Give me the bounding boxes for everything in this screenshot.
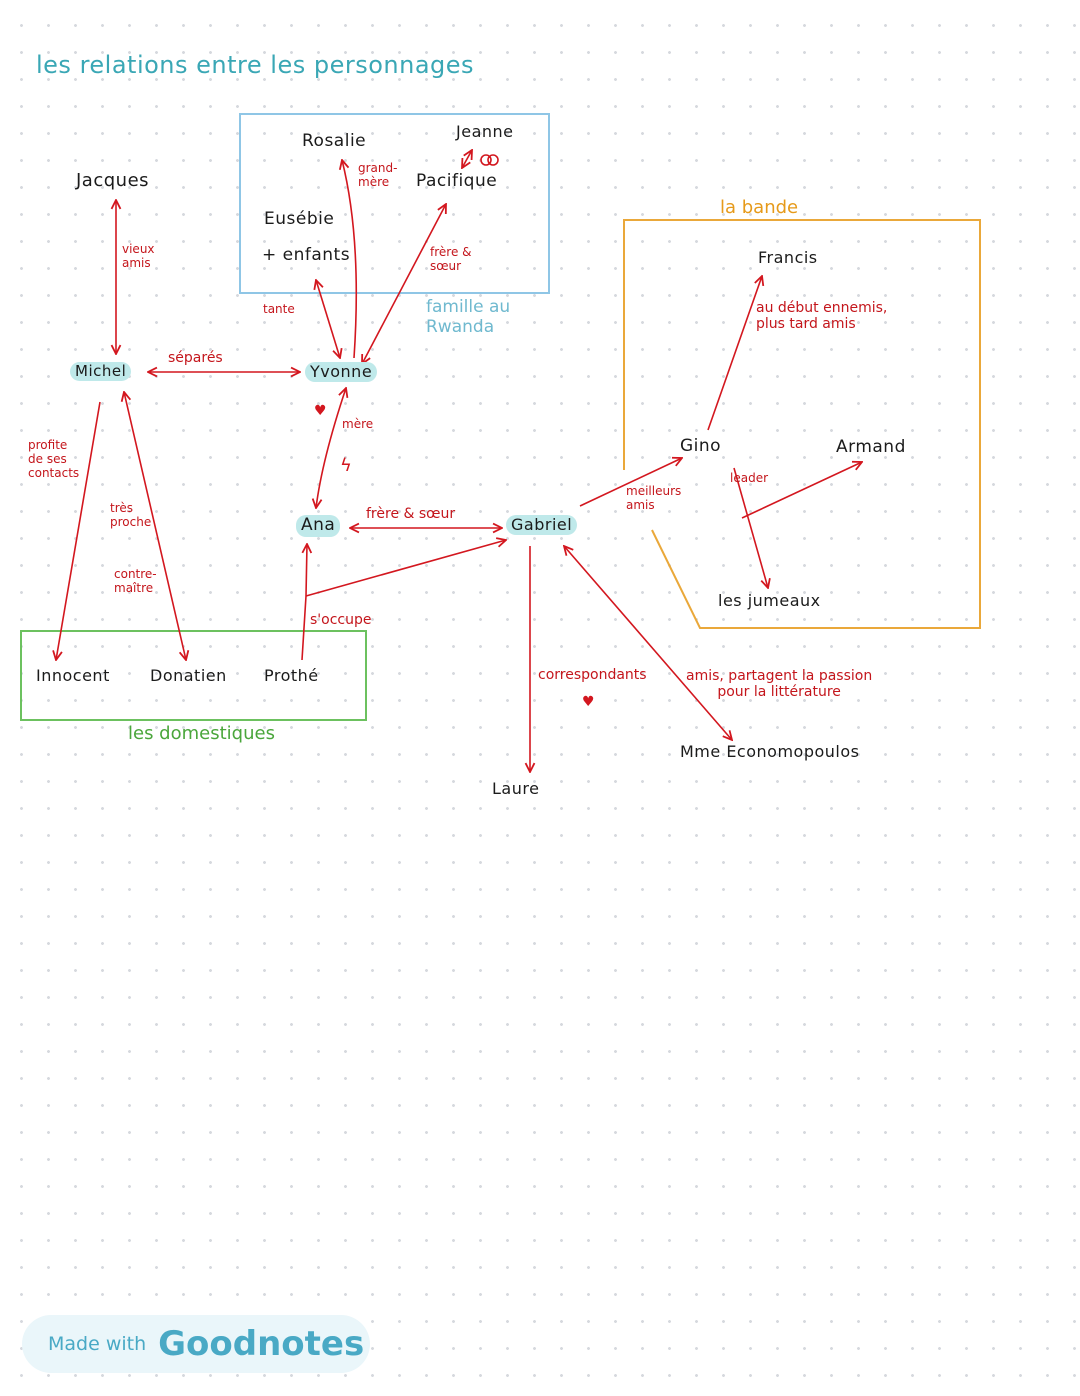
character-eusebie-enfants: + enfants (262, 245, 351, 265)
character-jacques: Jacques (76, 170, 150, 191)
character-prothe: Prothé (264, 666, 319, 685)
relation-label-leader: leader (730, 471, 769, 485)
relation-label-ennemis-amis: au début ennemis, plus tard amis (756, 300, 888, 333)
relation-label-contremaitre: contre- maître (114, 567, 157, 595)
character-rosalie: Rosalie (302, 131, 367, 151)
relation-label-profite: profite de ses contacts (28, 438, 80, 480)
character-armand: Armand (836, 437, 906, 457)
relation-label-tres-proche: très proche (110, 501, 152, 529)
group-label-bande: la bande (720, 197, 799, 218)
character-francis: Francis (758, 248, 818, 267)
lightning-icon: ϟ (340, 455, 352, 476)
heart-icon-ana: ♥ (314, 403, 327, 419)
arrow-prothe-gabriel (305, 540, 506, 597)
relation-label-frere-soeur-top: frère & sœur (430, 245, 472, 273)
made-with-label: Made with (48, 1333, 147, 1355)
rings-icon (480, 154, 499, 166)
character-jeanne: Jeanne (456, 122, 514, 141)
character-pacifique: Pacifique (416, 171, 498, 191)
relation-label-frere-soeur: frère & sœur (366, 506, 456, 522)
goodnotes-logo: Goodnotes (158, 1324, 365, 1364)
relation-label-meilleurs-amis: meilleurs amis (626, 484, 682, 512)
arrow-gino-francis (707, 276, 762, 431)
character-jumeaux: les jumeaux (718, 591, 821, 610)
group-label-domestiques: les domestiques (128, 723, 275, 744)
arrow-yvonne-ana (316, 388, 346, 508)
relation-label-grand-mere: grand- mère (358, 161, 398, 189)
arrow-prothe-ana (301, 544, 307, 661)
character-eusebie: Eusébie (264, 209, 335, 229)
band-box (623, 219, 981, 629)
goodnotes-badge: Made with Goodnotes (22, 1315, 370, 1373)
relation-label-separes: séparés (168, 350, 223, 366)
character-laure: Laure (492, 779, 540, 798)
heart-icon-laure: ♥ (582, 694, 595, 710)
character-ana: Ana (296, 515, 341, 537)
character-gabriel: Gabriel (506, 515, 578, 536)
arrow-jeanne-pacifique (462, 150, 472, 168)
arrow-donatien-michel (124, 392, 186, 660)
page-title: les relations entre les personnages (36, 51, 475, 79)
relation-label-vieux-amis: vieux amis (122, 242, 155, 270)
relation-label-correspondants: correspondants (538, 667, 647, 683)
arrow-gabriel-economopoulos (564, 546, 732, 740)
arrow-gino-jumeaux (733, 467, 768, 588)
domestics-box (20, 630, 367, 721)
character-donatien: Donatien (150, 666, 227, 685)
relation-label-s-occupe: s'occupe (310, 612, 372, 628)
arrow-pacifique-yvonne (362, 204, 446, 364)
arrow-gino-armand (741, 462, 862, 519)
group-label-famille: famille au Rwanda (426, 297, 511, 337)
character-economopoulos: Mme Economopoulos (680, 742, 860, 761)
relation-label-amis-passion: amis, partagent la passion pour la litté… (686, 668, 873, 701)
character-gino: Gino (680, 436, 722, 456)
relation-label-mere: mère (342, 417, 374, 431)
arrow-eusebie-yvonne (316, 280, 340, 358)
relation-label-tante: tante (263, 302, 295, 316)
character-innocent: Innocent (36, 666, 110, 685)
character-michel: Michel (70, 362, 132, 382)
arrow-michel-innocent (56, 401, 101, 660)
character-yvonne: Yvonne (305, 362, 378, 383)
arrow-rosalie-yvonne (342, 160, 358, 359)
arrow-gabriel-gino (579, 458, 682, 507)
